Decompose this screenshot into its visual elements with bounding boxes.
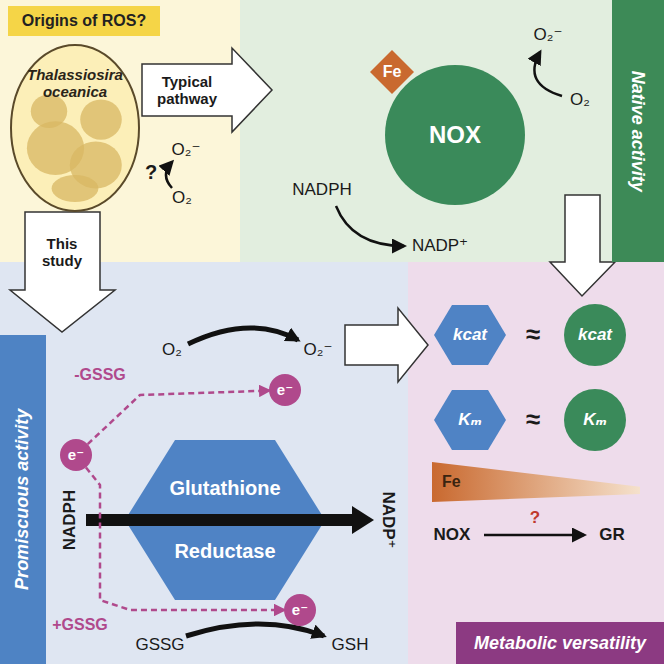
heading-tab: Metabolic versatility	[456, 622, 664, 664]
kinetic-circle: kcat	[564, 304, 626, 366]
kinetic-circle: Kₘ	[564, 389, 626, 451]
node-text: kcat	[578, 325, 612, 345]
text-label: GSH	[332, 635, 369, 655]
node-text: Kₘ	[458, 410, 482, 430]
edge-label: +GSSG	[52, 616, 108, 634]
shift-arrow	[484, 534, 584, 537]
iron-gradient-outline	[432, 462, 640, 502]
text-label: ?	[145, 161, 157, 184]
text-label: O₂⁻	[304, 340, 333, 360]
node-text: Native activity	[628, 70, 649, 191]
node-text: Fe	[383, 63, 402, 81]
block-arrow	[10, 212, 115, 332]
enzyme-hexagon: GlutathioneReductase	[125, 440, 325, 600]
text-label: This study	[27, 235, 97, 270]
electron-flow-arrow	[86, 514, 126, 526]
edge-label: -GSSG	[74, 366, 126, 384]
electron-circle: e⁻	[60, 439, 92, 471]
text-label: O₂⁻	[172, 140, 201, 160]
iron-gradient: Fe	[432, 462, 640, 502]
panel-versatility	[408, 262, 664, 664]
node-text: e⁻	[277, 381, 293, 398]
text-label: GR	[599, 525, 625, 545]
node-text: Promiscuous activity	[13, 409, 34, 590]
text-label: NADPH	[292, 180, 352, 200]
text-label: NADP⁺	[378, 491, 398, 548]
text-label: O₂	[172, 188, 192, 208]
node-text: e⁻	[68, 446, 84, 463]
electron-circle: e⁻	[269, 374, 301, 406]
block-arrow	[345, 308, 428, 382]
text-label: NADPH	[60, 490, 80, 550]
node-text: Glutathione	[169, 477, 280, 500]
text-label: Typical pathway	[143, 73, 231, 108]
kinetic-hexagon: Kₘ	[434, 390, 506, 450]
text-label: ≈	[526, 405, 540, 435]
text-label: O₂⁻	[534, 25, 563, 45]
text-label: NOX	[434, 525, 471, 545]
text-label: O₂	[162, 340, 182, 360]
node-text: kcat	[453, 325, 487, 345]
iron-diamond: Fe	[370, 50, 414, 94]
text-label: ≈	[526, 320, 540, 350]
enzyme-circle: NOX	[385, 65, 525, 205]
node-text: e⁻	[292, 601, 308, 618]
text-label: GSSG	[135, 635, 184, 655]
heading-tab: Origins of ROS?	[8, 6, 160, 36]
diatom-cell: Thalassiosira oceanica	[10, 44, 140, 212]
reaction-arrow	[534, 52, 562, 96]
electron-circle: e⁻	[284, 594, 316, 626]
node-text: Thalassiosira oceanica	[21, 66, 129, 101]
node-text: Reductase	[174, 540, 275, 563]
node-text: Kₘ	[583, 410, 607, 430]
reaction-arrow	[188, 328, 298, 344]
node-text: Fe	[442, 473, 461, 491]
electron-flow-arrowhead	[352, 506, 374, 534]
enzyme-hexagon-outline	[125, 440, 325, 600]
electron-flow-arrow	[324, 514, 354, 526]
node-text: Metabolic versatility	[474, 633, 646, 654]
text-label: ?	[530, 508, 540, 528]
kinetic-hexagon: kcat	[434, 305, 506, 365]
reaction-arrow	[336, 206, 404, 246]
block-arrow	[142, 48, 272, 132]
node-text: Origins of ROS?	[22, 12, 146, 30]
side-band: Native activity	[612, 0, 664, 262]
block-arrow	[550, 195, 615, 296]
node-text: NOX	[429, 121, 481, 149]
text-label: NADP⁺	[412, 236, 468, 256]
reaction-arrow	[186, 624, 324, 636]
reaction-arrow	[166, 162, 172, 188]
side-band: Promiscuous activity	[0, 335, 46, 664]
electron-path	[88, 391, 269, 445]
text-label: O₂	[570, 90, 590, 110]
